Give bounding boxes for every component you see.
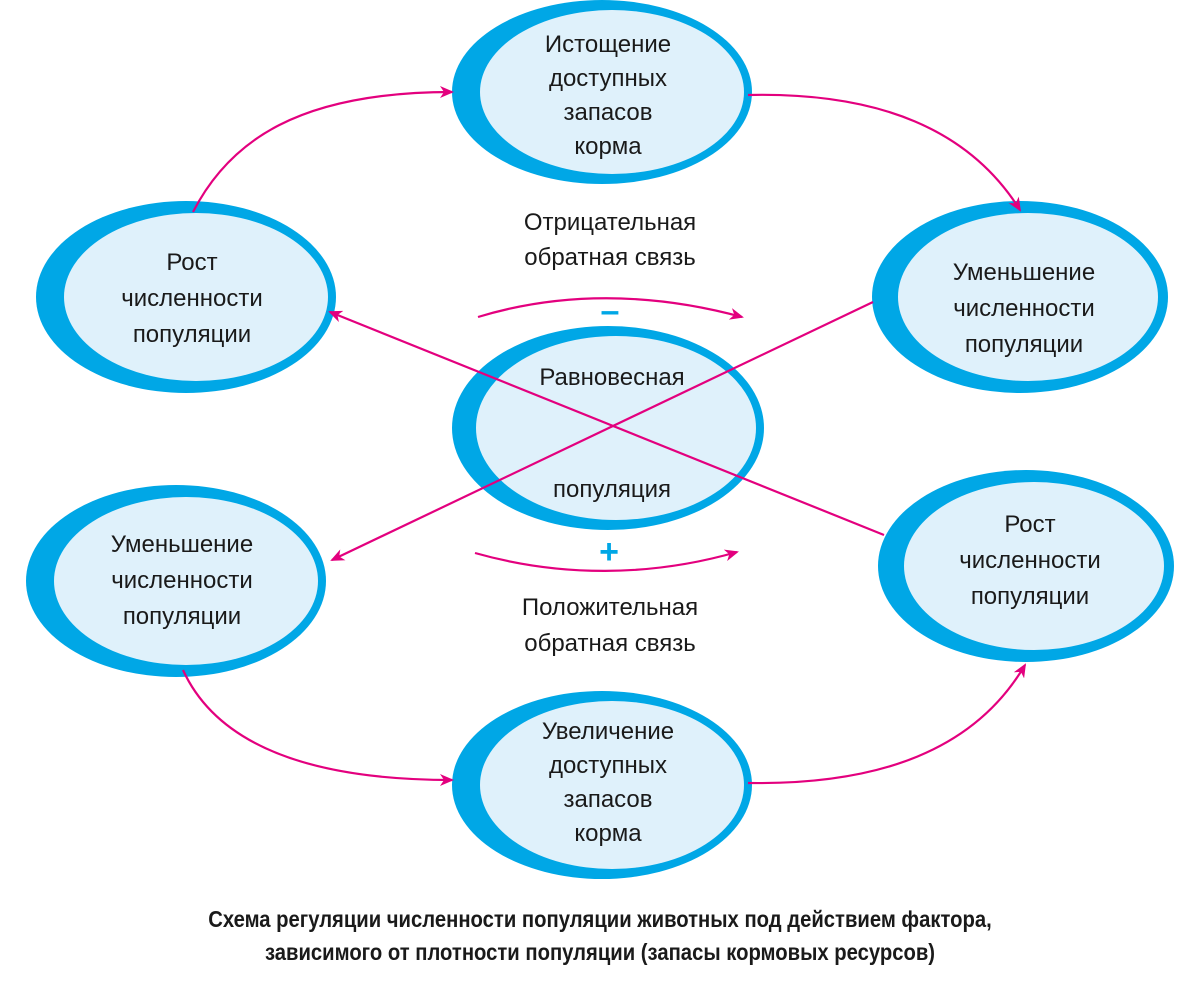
node-bottom-label-line1: Увеличение [542, 718, 674, 745]
node-right-lower-inner-ellipse [904, 482, 1164, 650]
positive-feedback-label-line1: Положительная [522, 594, 698, 621]
positive-feedback-label-line2: обратная связь [524, 630, 696, 657]
arrow-top-to-right-upper [747, 93, 1022, 212]
node-top-label-line1: Истощение [545, 31, 671, 58]
node-right-upper-inner-ellipse [898, 213, 1158, 381]
node-left-upper-label-line3: популяции [133, 321, 251, 348]
negative-feedback-label-line1: Отрицательная [524, 209, 696, 236]
node-bottom [452, 691, 752, 879]
node-right-upper [872, 201, 1168, 393]
node-center-label-line1: Равновесная [539, 364, 684, 391]
node-right-lower-label-line3: популяции [971, 583, 1089, 610]
node-center-label-line2: популяция [553, 476, 671, 503]
node-bottom-label-line2: доступных [549, 752, 667, 779]
caption-line-2: зависимого от плотности популяции (запас… [264, 939, 936, 965]
node-left-lower [26, 485, 326, 677]
node-left-lower-label-line3: популяции [123, 603, 241, 630]
node-left-upper [36, 201, 336, 393]
node-top-label-line2: доступных [549, 65, 667, 92]
figure-caption: Схема регуляции численности популяции жи… [0, 903, 1200, 969]
node-top-inner-ellipse [480, 10, 744, 174]
node-left-lower-label-line1: Уменьшение [111, 531, 253, 558]
node-top-label-line3: запасов [563, 99, 652, 126]
negative-feedback-arrow [477, 297, 744, 320]
node-right-lower-label-line2: численности [959, 547, 1101, 574]
positive-feedback-arrow [474, 549, 739, 572]
node-right-lower-label-line1: Рост [1004, 511, 1055, 538]
node-bottom-inner-ellipse [480, 701, 744, 869]
node-left-upper-label-line1: Рост [166, 249, 217, 276]
node-right-upper-label-line2: численности [953, 295, 1095, 322]
node-right-upper-label-line3: популяции [965, 331, 1083, 358]
node-top-label-line4: корма [574, 133, 642, 160]
node-bottom-label-line4: корма [574, 820, 642, 847]
positive-sign: + [599, 533, 619, 571]
arrow-right-upper-to-left-lower [330, 301, 874, 561]
node-bottom-label-line3: запасов [563, 786, 652, 813]
arrow-bottom-to-right-lower [747, 663, 1027, 785]
arrow-left-upper-to-top [192, 86, 454, 213]
arrow-right-lower-to-left-upper [328, 310, 885, 537]
node-right-lower [878, 470, 1174, 662]
negative-feedback-label-line2: обратная связь [524, 244, 696, 271]
arrow-left-lower-to-bottom [181, 669, 454, 786]
caption-line-1: Схема регуляции численности популяции жи… [208, 906, 992, 932]
negative-sign: – [601, 292, 620, 330]
node-left-upper-label-line2: численности [121, 285, 263, 312]
node-left-upper-inner-ellipse [64, 213, 328, 381]
node-left-lower-label-line2: численности [111, 567, 253, 594]
regulation-diagram: ИстощениедоступныхзапасовкормаРостчислен… [26, 0, 1174, 879]
node-top [452, 0, 752, 184]
node-right-upper-label-line1: Уменьшение [953, 259, 1095, 286]
node-left-lower-inner-ellipse [54, 497, 318, 665]
